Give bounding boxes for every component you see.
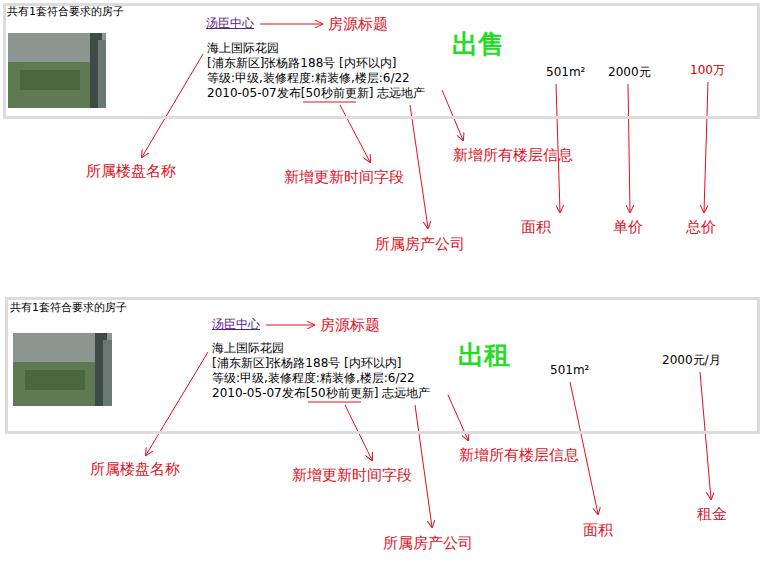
field-annotation: 新增更新时间字段 [284, 168, 404, 186]
listing-detail: 海上国际花园 [207, 41, 279, 56]
photo-building [103, 340, 112, 406]
field-annotation: 所属房产公司 [383, 534, 473, 552]
leader-arrow [266, 325, 314, 326]
leader-arrows [142, 24, 708, 228]
field-annotation: 所属楼盘名称 [86, 162, 176, 180]
leader-arrow [700, 372, 711, 499]
leader-arrow [142, 54, 203, 157]
photo-trees [20, 70, 80, 90]
listing-detail: 等级:甲级,装修程度:精装修,楼层:6/22 [207, 71, 410, 86]
field-annotation: 总价 [686, 218, 716, 236]
leader-arrow [415, 405, 432, 527]
result-count: 共有1套符合要求的房子 [7, 4, 124, 19]
listing-value: 100万 [690, 63, 725, 78]
field-annotation: 房源标题 [320, 316, 380, 334]
leader-arrow [410, 105, 428, 228]
leader-arrow [442, 90, 463, 140]
listing-detail: 2010-05-07发布[50秒前更新] 志远地产 [207, 86, 425, 101]
leader-arrow [628, 84, 630, 212]
listing-title: 汤臣中心 [212, 317, 260, 332]
field-annotation: 新增所有楼层信息 [453, 146, 573, 164]
listing-title: 汤臣中心 [206, 16, 254, 31]
listing-panel: 共有1套符合要求的房子汤臣中心海上国际花园[浦东新区]张杨路188号 [内环以内… [5, 297, 760, 434]
listing-detail: 等级:甲级,装修程度:精装修,楼层:6/22 [212, 371, 415, 386]
photo-trees [25, 370, 85, 390]
leader-arrow [146, 352, 208, 455]
house-photo [8, 33, 106, 108]
field-annotation: 租金 [697, 505, 727, 523]
photo-building [98, 40, 106, 108]
field-annotation: 面积 [521, 218, 551, 236]
field-annotation: 所属房产公司 [375, 235, 465, 253]
photo-sky [13, 333, 112, 406]
deal-type: 出租 [458, 340, 510, 370]
underline-mark [303, 102, 356, 103]
listing-detail: [浦东新区]张杨路188号 [内环以内] [212, 356, 401, 371]
listing-detail: 海上国际花园 [212, 341, 284, 356]
leader-arrows [146, 325, 711, 527]
leader-arrow [260, 24, 322, 25]
field-annotation: 所属楼盘名称 [90, 460, 180, 478]
field-annotation: 新增所有楼层信息 [459, 446, 579, 464]
leader-arrow [704, 82, 708, 212]
result-count: 共有1套符合要求的房子 [10, 300, 127, 315]
listing-value: 501m² [546, 65, 585, 80]
listing-value: 501m² [550, 363, 589, 378]
listing-detail: [浦东新区]张杨路188号 [内环以内] [207, 56, 396, 71]
listing-detail: 2010-05-07发布[50秒前更新] 志远地产 [212, 386, 430, 401]
field-annotation: 新增更新时间字段 [292, 466, 412, 484]
listing-value: 2000元/月 [662, 353, 721, 368]
leader-arrow [340, 105, 370, 162]
listing-value: 2000元 [608, 65, 651, 80]
photo-sky [8, 33, 106, 108]
underline-mark [308, 402, 361, 403]
field-annotation: 面积 [583, 521, 613, 539]
field-annotation: 房源标题 [328, 15, 388, 33]
house-photo [13, 333, 112, 406]
deal-type: 出售 [452, 29, 504, 59]
field-annotation: 单价 [613, 218, 643, 236]
